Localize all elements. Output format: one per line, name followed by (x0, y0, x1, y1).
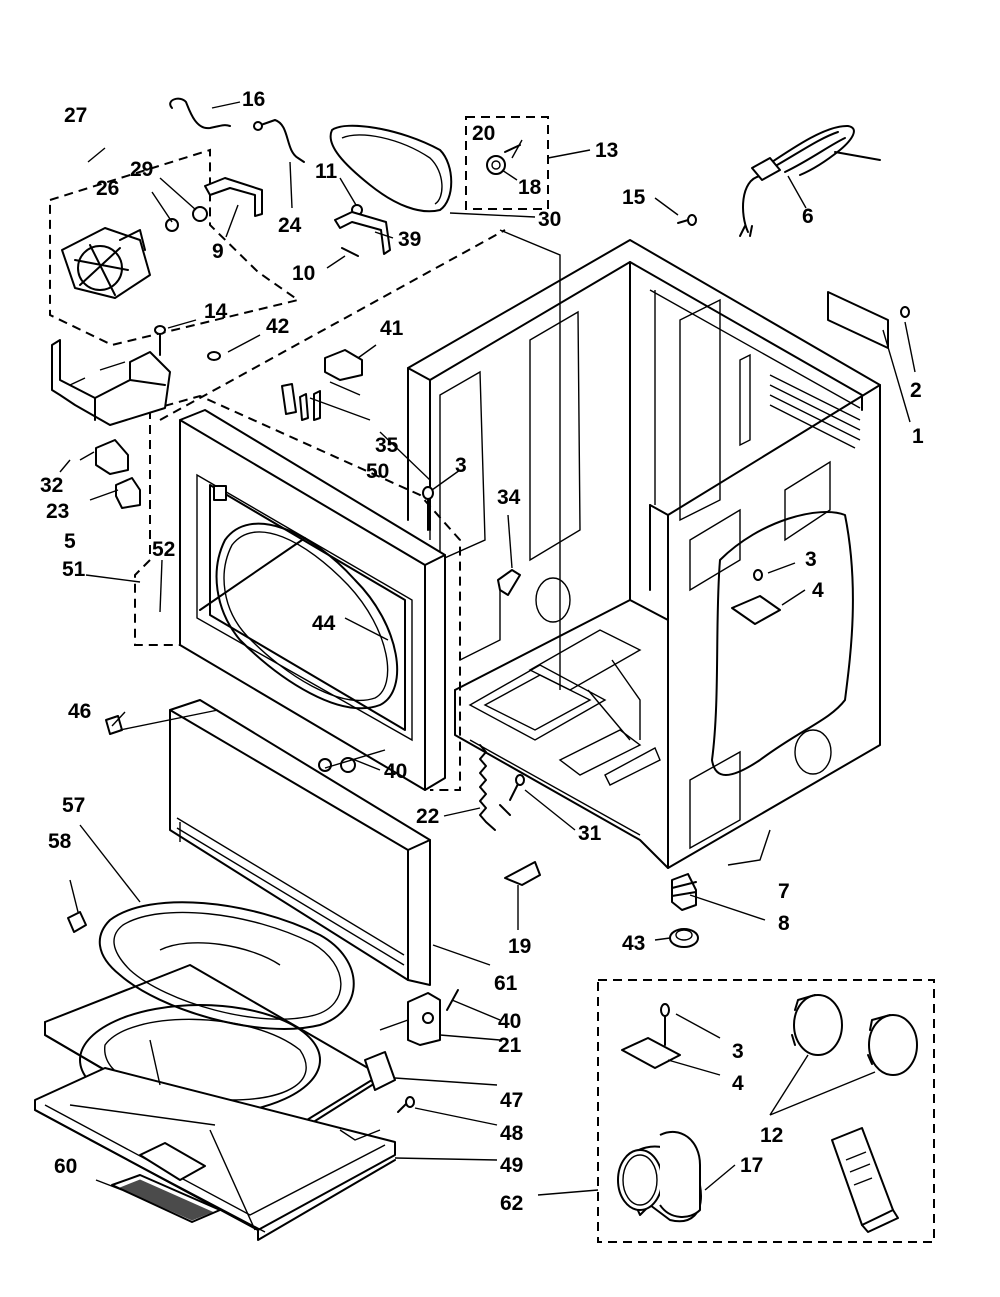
callout-60: 60 (54, 1155, 77, 1178)
callout-18: 18 (518, 176, 542, 199)
callout-62: 62 (500, 1192, 523, 1215)
callout-6: 6 (802, 205, 814, 228)
top-dashed-guide (159, 229, 506, 421)
callout-labels: 27 16 29 26 24 9 11 10 39 30 20 18 13 15… (40, 88, 924, 1215)
callout-24: 24 (278, 214, 302, 237)
door-assembly (34, 901, 441, 1241)
callout-15: 15 (622, 186, 646, 209)
callout-8: 8 (778, 912, 790, 935)
callout-22: 22 (416, 805, 439, 828)
callout-34: 34 (497, 486, 521, 509)
callout-40-front: 40 (384, 760, 407, 783)
callout-2: 2 (910, 379, 922, 402)
callout-13: 13 (595, 139, 618, 162)
callout-14: 14 (204, 300, 228, 323)
callout-42: 42 (266, 315, 289, 338)
cabinet (379, 229, 881, 869)
callout-47: 47 (500, 1089, 523, 1112)
callout-19: 19 (508, 935, 531, 958)
motor-assembly-dashed-box (49, 148, 301, 347)
callout-5: 5 (64, 530, 76, 553)
callout-29: 29 (130, 158, 153, 181)
callout-48: 48 (500, 1122, 524, 1145)
callout-44: 44 (312, 612, 336, 635)
callout-31: 31 (578, 822, 602, 845)
callout-1: 1 (912, 425, 924, 448)
callout-43: 43 (622, 932, 645, 955)
callout-12: 12 (760, 1124, 783, 1147)
callout-30: 30 (538, 208, 561, 231)
callout-4-side: 4 (812, 579, 824, 602)
callout-27: 27 (64, 104, 87, 127)
callout-49: 49 (500, 1154, 523, 1177)
leader-lines (59, 101, 916, 1196)
callout-26: 26 (96, 177, 119, 200)
callout-39: 39 (398, 228, 421, 251)
callout-57: 57 (62, 794, 85, 817)
callout-3-side: 3 (805, 548, 817, 571)
callout-58: 58 (48, 830, 72, 853)
callout-50: 50 (366, 460, 389, 483)
callout-10: 10 (292, 262, 315, 285)
callout-61: 61 (494, 972, 518, 995)
callout-52: 52 (152, 538, 175, 561)
accessory-kit-dashed-box (597, 979, 935, 1243)
callout-41: 41 (380, 317, 404, 340)
callout-7: 7 (778, 880, 790, 903)
callout-16: 16 (242, 88, 265, 111)
callout-35: 35 (375, 434, 399, 457)
callout-4-kit: 4 (732, 1072, 744, 1095)
callout-51: 51 (62, 558, 86, 581)
callout-32: 32 (40, 474, 63, 497)
callout-20: 20 (472, 122, 495, 145)
group-13-dashed-box (465, 116, 549, 210)
accessory-kit (617, 994, 918, 1233)
callout-21: 21 (498, 1034, 522, 1057)
callout-3-cabinet: 3 (455, 454, 467, 477)
front-panel (179, 409, 446, 791)
lower-front-panel (169, 699, 431, 986)
callout-17: 17 (740, 1154, 763, 1177)
callout-11: 11 (315, 160, 338, 183)
callout-3-kit: 3 (732, 1040, 744, 1063)
callout-23: 23 (46, 500, 69, 523)
callout-9: 9 (212, 240, 224, 263)
callout-46: 46 (68, 700, 91, 723)
callout-40-hinge: 40 (498, 1010, 521, 1033)
